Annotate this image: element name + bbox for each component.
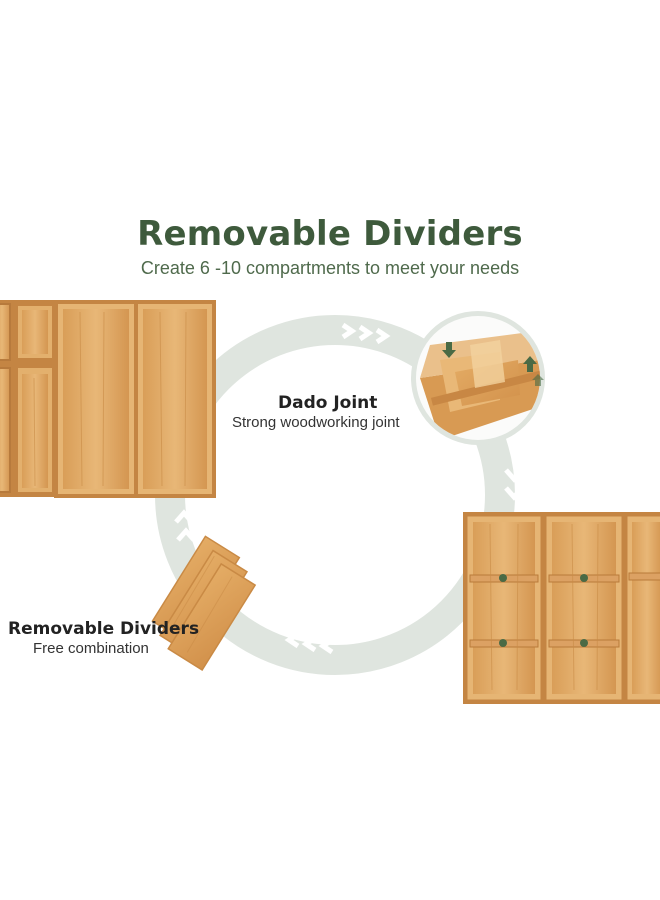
page-title: Removable Dividers [137, 214, 523, 254]
down-arrow-icon [442, 342, 456, 358]
dado-joint-title: Dado Joint [278, 393, 378, 413]
drawer-organizer-left [0, 300, 216, 498]
dado-joint-inset [411, 311, 545, 445]
chevron-arrow-icon [174, 322, 524, 655]
removable-dividers-subtitle: Free combination [33, 640, 149, 657]
divider-slats [151, 535, 257, 671]
drawer-organizer-right [463, 512, 660, 704]
dado-joint-subtitle: Strong woodworking joint [232, 414, 400, 431]
page-subtitle: Create 6 -10 compartments to meet your n… [140, 258, 520, 278]
up-arrow-icon [523, 356, 544, 386]
removable-dividers-title: Removable Dividers [8, 619, 200, 639]
